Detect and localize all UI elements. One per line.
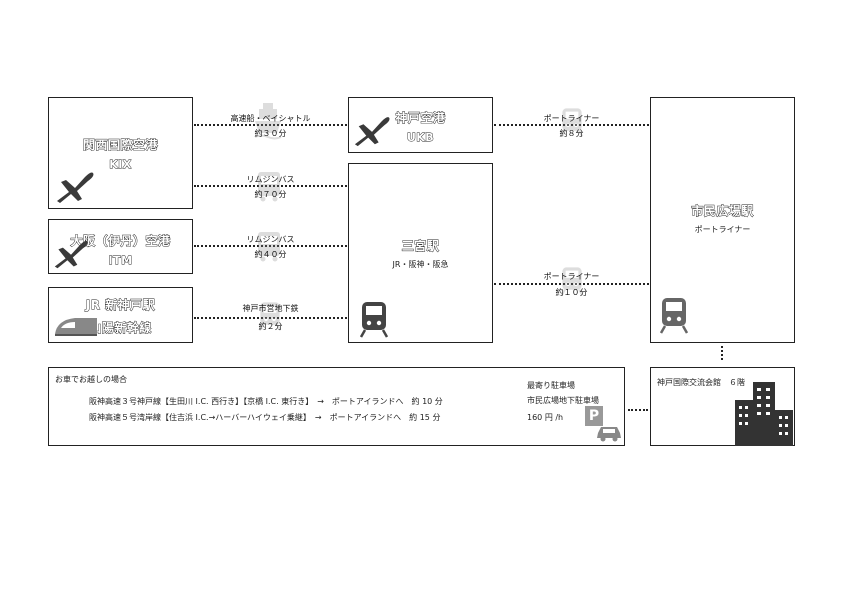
route-line [194,185,347,187]
shinkobe-sannomiya-time: 約２分 [258,322,283,331]
ukb-shimin-mode: ポートライナー [543,114,600,123]
ukb-code: UKB [406,131,435,145]
car-route-2: 阪神高速５号湾岸線【住吉浜 I.C.→ハーバーハイウェイ乗継】 → ポートアイラ… [89,413,441,422]
parking-sign: P [588,408,600,424]
train-icon [659,296,689,334]
sannomiya-name: 三宮駅 [401,239,440,254]
kix-sannomiya-time: 約７０分 [254,190,287,199]
kix-sannomiya-mode: リムジンバス [246,175,295,184]
car-access-box: お車でお越しの場合 阪神高速３号神戸線【生田川 I.C. 西行き】【京橋 I.C… [48,367,625,446]
shinkobe-sannomiya-mode: 神戸市営地下鉄 [242,304,299,313]
airplane-icon [353,112,391,148]
building-icon [735,382,793,446]
sannomiya-shimin-mode: ポートライナー [543,272,600,281]
venue-box: 神戸国際交流会館 ６階 [650,367,795,446]
itm-sannomiya-time: 約４０分 [254,250,287,259]
itm-box: 大阪（伊丹）空港 ITM [48,219,193,274]
train-icon [359,300,389,338]
parking-label: 最寄り駐車場 [527,381,575,390]
kix-box: 関西国際空港 KIX [48,97,193,209]
shinkobe-name: JR 新神戸駅 [85,298,156,313]
itm-name: 大阪（伊丹）空港 [70,234,171,249]
route-line-vertical [721,346,723,360]
itm-sannomiya-mode: リムジンバス [246,235,295,244]
airplane-icon [55,168,95,204]
kix-ukb-mode: 高速船・ベイシャトル [230,114,311,123]
sannomiya-lines: JR・阪神・阪急 [392,260,449,269]
ukb-shimin-time: 約８分 [559,129,584,138]
ukb-box: 神戸空港 UKB [348,97,493,153]
kix-code: KIX [109,158,132,172]
parking-price: 160 円 /h [527,413,564,422]
shimin-name: 市民広場駅 [691,204,754,219]
kix-name: 関西国際空港 [82,138,158,153]
car-heading: お車でお越しの場合 [55,375,127,384]
shimin-line: ポートライナー [694,225,751,234]
ukb-name: 神戸空港 [395,111,446,126]
parking-icon: P [585,406,603,426]
sannomiya-shimin-time: 約１０分 [555,288,588,297]
sannomiya-box: 三宮駅 JR・阪神・阪急 [348,163,493,343]
kix-ukb-time: 約３０分 [254,129,287,138]
ship-icon [254,101,282,145]
train-icon [258,297,282,335]
route-line [628,409,648,411]
parking-name: 市民広場地下駐車場 [527,396,599,405]
route-line [194,124,347,126]
route-line [194,245,347,247]
shinkobe-box: JR 新神戸駅 山陽新幹線 [48,287,193,343]
bus-icon [256,230,282,262]
shinkansen-icon [53,314,99,338]
bus-icon [256,170,282,202]
car-route-1: 阪神高速３号神戸線【生田川 I.C. 西行き】【京橋 I.C. 東行き】 → ポ… [89,397,443,406]
train-icon [560,101,584,143]
shinkobe-line: 山陽新幹線 [89,321,152,336]
route-line [194,317,347,319]
train-icon [560,260,584,302]
airplane-icon [53,236,89,270]
itm-code: ITM [108,254,133,268]
route-line [494,283,649,285]
car-icon [595,424,623,442]
venue-name: 神戸国際交流会館 ６階 [657,378,745,387]
shimin-box: 市民広場駅 ポートライナー [650,97,795,343]
route-line [494,124,649,126]
